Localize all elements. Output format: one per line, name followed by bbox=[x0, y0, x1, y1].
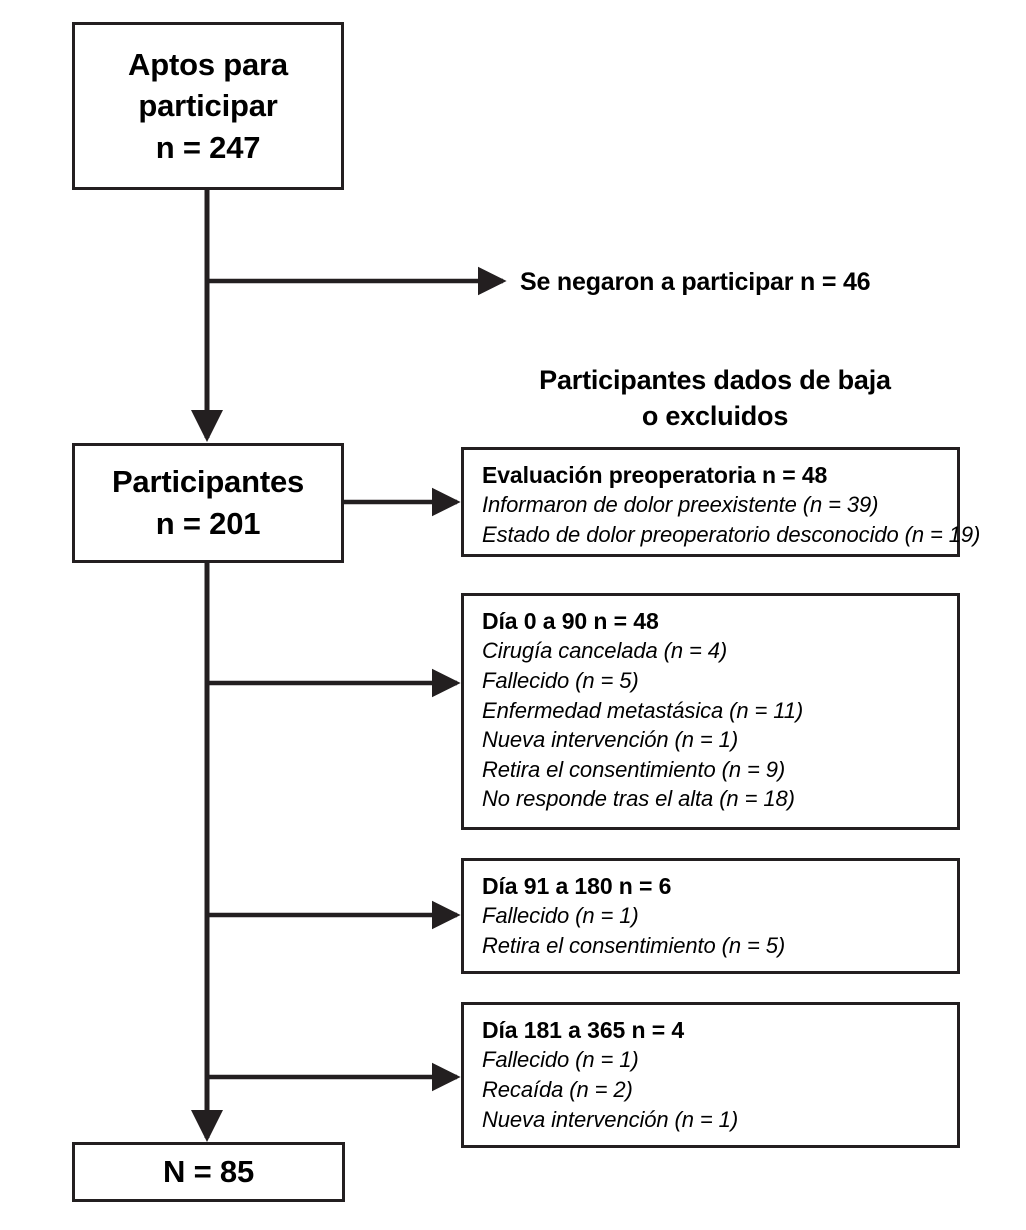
heading-excluded-line-2: o excluidos bbox=[641, 400, 789, 431]
exclusion-box-day-181-to-365[interactable]: Día 181 a 365 n = 4 Fallecido (n = 1) Re… bbox=[461, 1002, 960, 1148]
exclusion-reason: Nueva intervención (n = 1) bbox=[482, 727, 739, 753]
exclusion-reason: Nueva intervención (n = 1) bbox=[482, 1106, 739, 1132]
node-participants-line-2: n = 201 bbox=[155, 506, 261, 541]
node-eligible-line-2: participar bbox=[138, 88, 278, 124]
exclusion-reason: No responde tras el alta (n = 18) bbox=[482, 786, 795, 812]
exclusion-reason: Fallecido (n = 1) bbox=[482, 1047, 639, 1073]
heading-excluded: Participantes dados de baja o excluidos bbox=[465, 363, 965, 434]
exclusion-heading: Evaluación preoperatoria n = 48 bbox=[482, 462, 828, 488]
exclusion-box-day-91-to-180[interactable]: Día 91 a 180 n = 6 Fallecido (n = 1) Ret… bbox=[461, 858, 960, 974]
node-final-line-1: N = 85 bbox=[163, 1154, 254, 1190]
label-refused: Se negaron a participar n = 46 bbox=[520, 268, 871, 296]
exclusion-reason: Fallecido (n = 5) bbox=[482, 667, 639, 693]
exclusion-box-preoperative-evaluation[interactable]: Evaluación preoperatoria n = 48 Informar… bbox=[461, 447, 981, 557]
node-eligible-line-3: n = 247 bbox=[155, 129, 261, 165]
node-participants-line-1: Participantes bbox=[111, 464, 305, 500]
exclusion-reason: Cirugía cancelada (n = 4) bbox=[482, 638, 728, 664]
exclusion-box-day-0-to-90[interactable]: Día 0 a 90 n = 48 Cirugía cancelada (n =… bbox=[461, 593, 960, 830]
exclusion-reason: Enfermedad metastásica (n = 11) bbox=[482, 697, 804, 723]
exclusion-reason: Recaída (n = 2) bbox=[482, 1076, 633, 1102]
node-eligible-line-1: Aptos para bbox=[128, 46, 288, 82]
exclusion-reason: Fallecido (n = 1) bbox=[482, 903, 639, 929]
heading-excluded-line-1: Participantes dados de baja bbox=[539, 365, 891, 395]
exclusion-reason: Retira el consentimiento (n = 9) bbox=[482, 756, 786, 782]
exclusion-reason: Retira el consentimiento (n = 5) bbox=[482, 932, 786, 958]
exclusion-reason: Informaron de dolor preexistente (n = 39… bbox=[482, 492, 879, 518]
node-eligible[interactable]: Aptos para participar n = 247 bbox=[72, 22, 344, 190]
exclusion-reason: Estado de dolor preoperatorio desconocid… bbox=[482, 521, 981, 547]
node-participants[interactable]: Participantes n = 201 bbox=[72, 443, 344, 563]
node-final-sample[interactable]: N = 85 bbox=[72, 1142, 345, 1202]
exclusion-heading: Día 181 a 365 n = 4 bbox=[482, 1017, 685, 1043]
exclusion-heading: Día 91 a 180 n = 6 bbox=[482, 873, 672, 899]
exclusion-heading: Día 0 a 90 n = 48 bbox=[482, 608, 659, 634]
